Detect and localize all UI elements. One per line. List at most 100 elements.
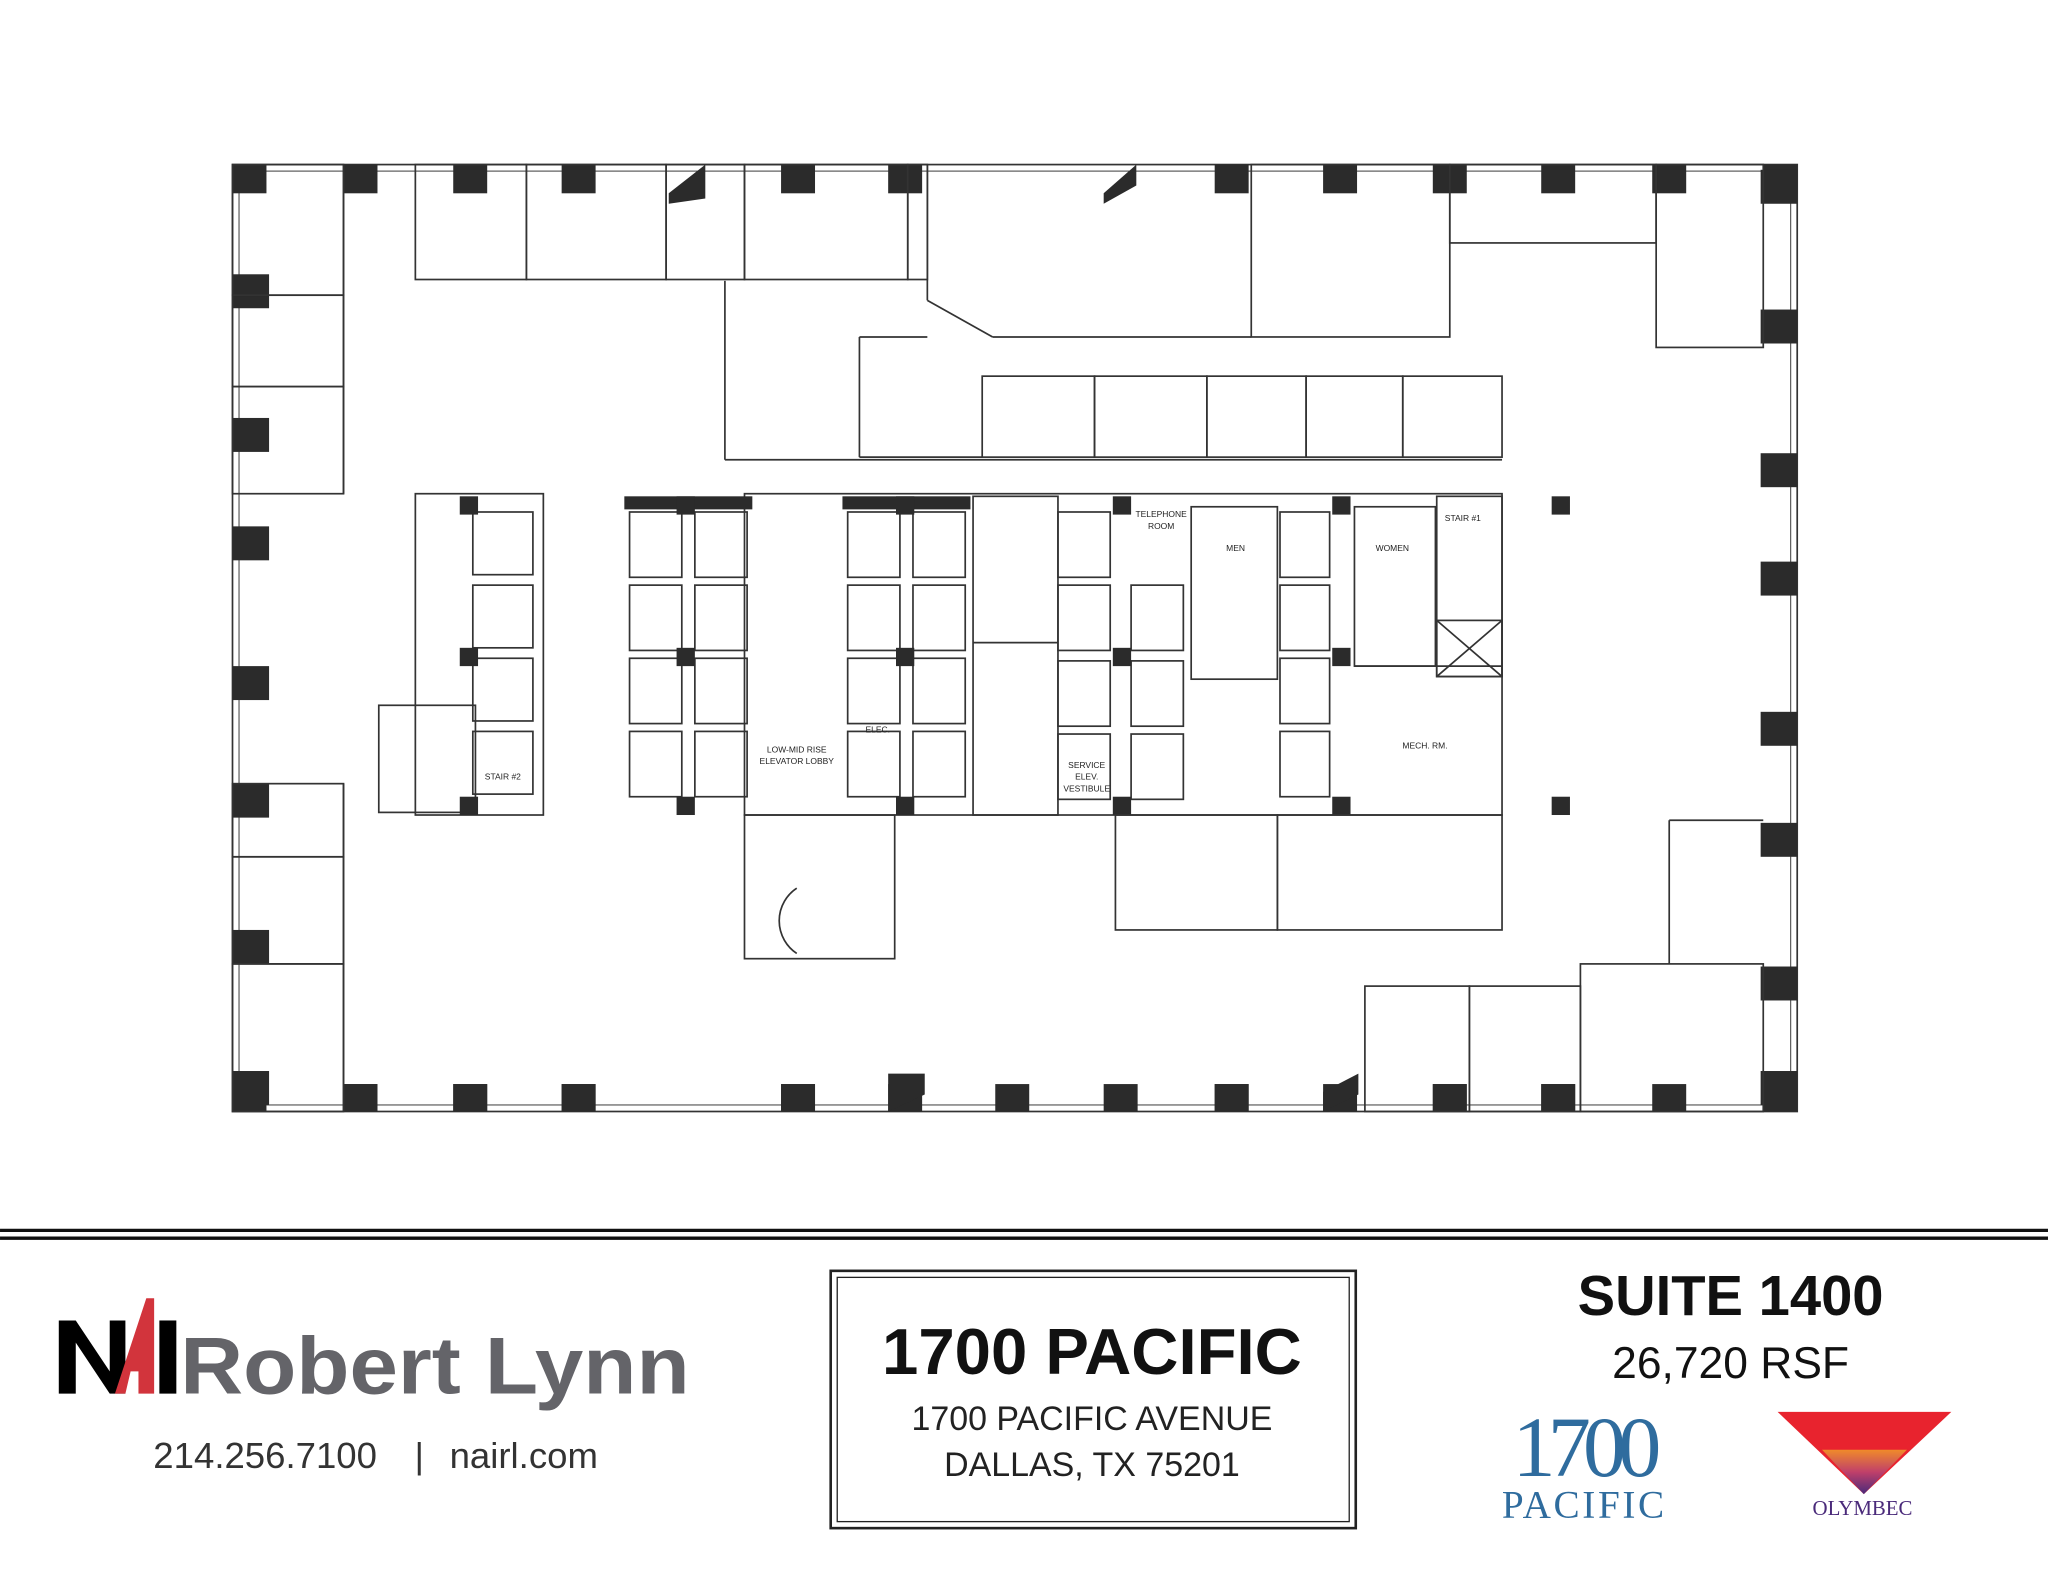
office	[1655, 163, 1765, 349]
column	[676, 496, 695, 515]
contact-separator: |	[415, 1435, 425, 1476]
exterior-wall-inner	[238, 170, 1792, 1106]
elevator-car	[912, 657, 967, 725]
column	[459, 796, 479, 816]
column	[1432, 1084, 1467, 1112]
office	[743, 163, 909, 281]
column	[896, 796, 915, 816]
column	[1652, 164, 1687, 194]
core-west	[414, 492, 545, 816]
elevator-car	[1130, 660, 1185, 728]
label-service-3: VESTIBULE	[1063, 784, 1110, 794]
label-men: MEN	[1226, 543, 1245, 553]
column	[1323, 164, 1358, 194]
column	[1323, 1073, 1359, 1112]
column	[1112, 796, 1132, 816]
column	[1332, 796, 1351, 816]
building-title: 1700 PACIFIC	[882, 1315, 1302, 1388]
restroom-men	[1190, 505, 1279, 681]
office	[1579, 963, 1765, 1113]
column	[232, 1071, 270, 1105]
elevator-car	[1279, 584, 1331, 652]
office	[231, 294, 345, 388]
office	[1093, 375, 1208, 458]
label-elec: ELEC.	[865, 725, 889, 735]
elevator-car	[1057, 511, 1112, 579]
room	[1276, 814, 1503, 931]
elevator-car	[694, 584, 748, 652]
column	[453, 1084, 488, 1112]
elevator-car	[846, 511, 901, 579]
suite-name: SUITE 1400	[1578, 1264, 1884, 1327]
column	[1541, 164, 1576, 194]
elevator-car	[694, 730, 748, 798]
column	[1551, 496, 1570, 515]
elevator-car	[912, 511, 967, 579]
label-stair-1: STAIR #1	[1445, 513, 1481, 523]
column	[232, 164, 267, 194]
restroom-women	[1353, 505, 1437, 667]
office	[1305, 375, 1404, 458]
elevator-car	[694, 511, 748, 579]
label-women: WOMEN	[1376, 543, 1409, 553]
column	[995, 1084, 1030, 1112]
elevator-car	[1130, 584, 1185, 652]
exterior-wall	[231, 163, 1799, 1113]
logo-a	[114, 1298, 155, 1394]
column	[781, 164, 816, 194]
elevator-car	[1130, 733, 1185, 801]
elevator-car	[846, 730, 901, 798]
label-lobby-2: ELEVATOR LOBBY	[760, 756, 835, 766]
column	[343, 164, 378, 194]
column	[1760, 561, 1798, 596]
column	[781, 1084, 816, 1112]
olymbec-word: OLYMBEC	[1813, 1496, 1913, 1520]
website-link[interactable]: nairl.com	[450, 1435, 598, 1476]
nai-robert-lynn-logo: Robert Lynn	[58, 1298, 690, 1412]
column	[1760, 309, 1798, 344]
column	[896, 647, 915, 667]
olymbec-logo: OLYMBEC	[1777, 1411, 1952, 1520]
wall	[926, 299, 994, 338]
wall	[1436, 619, 1503, 678]
column	[561, 164, 596, 194]
elevator-car	[471, 657, 534, 722]
column	[343, 1084, 378, 1112]
column	[1760, 169, 1798, 204]
column	[1332, 496, 1351, 515]
column	[232, 929, 270, 964]
stair-3	[743, 814, 896, 960]
label-telephone-room-1: TELEPHONE	[1135, 509, 1187, 519]
column	[888, 164, 923, 194]
room	[1114, 814, 1279, 931]
column	[1760, 453, 1798, 488]
floor-plan	[231, 163, 1799, 1113]
office	[1250, 163, 1451, 338]
column	[896, 496, 915, 515]
column	[1214, 1084, 1249, 1112]
logo-1700-word: PACIFIC	[1502, 1484, 1667, 1527]
elevator-car	[628, 584, 683, 652]
stair-curve	[778, 887, 798, 955]
logo-1700-number: 1700	[1512, 1399, 1658, 1495]
column	[676, 647, 695, 667]
service-core	[972, 495, 1059, 816]
building-info-box: 1700 PACIFIC 1700 PACIFIC AVENUE DALLAS,…	[829, 1269, 1358, 1530]
elevator-car	[471, 584, 534, 649]
elevator-car	[471, 730, 534, 795]
column	[1332, 647, 1351, 667]
elevator-car	[1057, 660, 1112, 728]
elevator-car	[1279, 730, 1331, 798]
label-telephone-room-2: ROOM	[1148, 521, 1174, 531]
column	[888, 1073, 925, 1112]
column	[232, 526, 270, 561]
elevator-car	[912, 584, 967, 652]
column	[1760, 966, 1798, 1001]
elevator-car	[628, 511, 683, 579]
column	[232, 417, 270, 452]
address-line-1: 1700 PACIFIC AVENUE	[911, 1400, 1272, 1438]
label-mech: MECH. RM.	[1402, 740, 1447, 750]
shaft	[1435, 619, 1503, 678]
column	[459, 647, 479, 667]
elevator-car	[1279, 511, 1331, 579]
